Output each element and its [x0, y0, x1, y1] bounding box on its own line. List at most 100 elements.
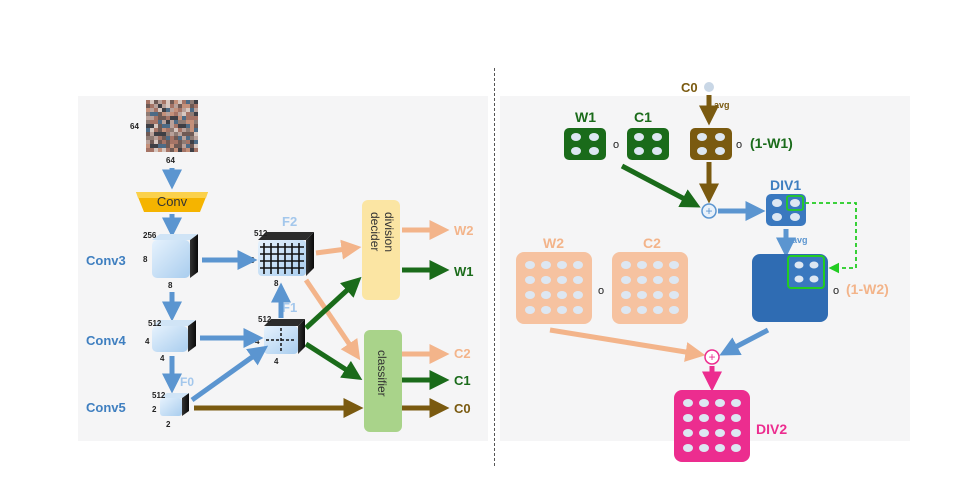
- f1-label: F1: [282, 300, 297, 315]
- div2-cell: [683, 414, 693, 422]
- arrow-f2-to-classifier: [303, 278, 361, 361]
- hadamard-w1c1: o: [613, 139, 619, 151]
- arrow-f1-to-classifier: [304, 341, 363, 381]
- conv4-cube: [152, 320, 196, 352]
- conv4-h: 4: [145, 337, 150, 346]
- f2-w: 8: [274, 279, 279, 288]
- c2-cell: [637, 276, 647, 284]
- div2-cell: [731, 429, 741, 437]
- div2-cell: [699, 414, 709, 422]
- c2-grid: [612, 252, 688, 324]
- div1-label: DIV1: [770, 177, 801, 193]
- decider-line1: division: [382, 212, 396, 252]
- c0-dot: [704, 82, 714, 92]
- w2-cell: [525, 276, 535, 284]
- upsampled-div1-block: [752, 254, 828, 322]
- output-w2: W2: [454, 223, 474, 238]
- c2-cell: [637, 291, 647, 299]
- c2-cell: [669, 276, 679, 284]
- c2-cell: [621, 261, 631, 269]
- w2-cell: [525, 306, 535, 314]
- w2-cell: [573, 291, 583, 299]
- f2-block: [258, 232, 314, 276]
- c2-cell: [621, 306, 631, 314]
- arrow-f2-to-decider: [315, 239, 362, 260]
- div2-cell: [731, 399, 741, 407]
- div1-grid: [766, 194, 806, 226]
- w2-cell: [541, 261, 551, 269]
- c2-cell: [653, 306, 663, 314]
- c2-cell: [653, 291, 663, 299]
- f2-label: F2: [282, 214, 297, 229]
- output-c2: C2: [454, 346, 471, 361]
- f1-channels: 512: [258, 315, 272, 324]
- c2-cell: [637, 306, 647, 314]
- input-width-label: 64: [166, 156, 175, 165]
- conv3-channels: 256: [143, 231, 157, 240]
- hadamard-c0: o: [736, 139, 742, 151]
- f0-label: F0: [180, 375, 194, 389]
- arrow-w2c2-to-plus: [549, 327, 706, 362]
- w2-cell: [573, 276, 583, 284]
- w1-grid: [564, 128, 606, 160]
- avg-label-top: avg: [714, 100, 730, 110]
- avg-c0-grid: [690, 128, 732, 160]
- classifier-label: classifier: [375, 350, 389, 397]
- w2-cell: [573, 261, 583, 269]
- w2-grid: [516, 252, 592, 324]
- conv5-channels: 512: [152, 391, 166, 400]
- decider-line2: decider: [368, 212, 382, 251]
- c0-label: C0: [681, 80, 698, 95]
- arrow-w1c1-to-plus: [620, 163, 701, 208]
- w2-cell: [557, 306, 567, 314]
- c2-cell: [621, 276, 631, 284]
- input-image: [146, 100, 198, 152]
- panel-divider: [494, 68, 495, 466]
- w2-cell: [557, 276, 567, 284]
- div2-cell: [683, 429, 693, 437]
- w2-cell: [525, 261, 535, 269]
- f2-channels: 512: [254, 229, 268, 238]
- conv4-w: 4: [160, 354, 165, 363]
- div2-cell: [715, 429, 725, 437]
- div2-cell: [731, 414, 741, 422]
- output-c0: C0: [454, 401, 471, 416]
- f1-block: [264, 319, 305, 354]
- arrow-conv5-to-f1: [190, 345, 269, 403]
- c2-cell: [621, 291, 631, 299]
- div2-cell: [683, 444, 693, 452]
- division-decider-box: [362, 200, 400, 300]
- c2-cell: [669, 261, 679, 269]
- plus-sign-1: +: [705, 204, 712, 218]
- hadamard-w2c2: o: [598, 285, 604, 297]
- conv4-label: Conv4: [86, 333, 127, 348]
- input-height-label: 64: [130, 122, 139, 131]
- c2-cell: [653, 261, 663, 269]
- conv3-h: 8: [143, 255, 148, 264]
- classifier-box: [364, 330, 402, 432]
- conv5-h: 2: [152, 405, 157, 414]
- c2-label: C2: [643, 235, 661, 251]
- w2-cell: [541, 291, 551, 299]
- conv-label: Conv: [157, 194, 188, 209]
- one-minus-w1-label: (1-W1): [750, 135, 793, 151]
- plus-sign-2: +: [708, 350, 715, 364]
- output-w1: W1: [454, 264, 474, 279]
- div2-label: DIV2: [756, 421, 787, 437]
- dashed-link-div1-to-div2: [805, 202, 857, 274]
- w2-label: W2: [543, 235, 564, 251]
- conv-block: [136, 192, 208, 212]
- plus-circle-1: [701, 203, 717, 219]
- c2-cell: [653, 276, 663, 284]
- conv3-label: Conv3: [86, 253, 126, 268]
- conv4-channels: 512: [148, 319, 162, 328]
- div2-cell: [699, 429, 709, 437]
- arrow-f1-to-decider: [304, 276, 362, 330]
- w2-cell: [525, 291, 535, 299]
- plus-circle-2: [704, 349, 720, 365]
- div2-cell: [699, 399, 709, 407]
- div2-cell: [715, 399, 725, 407]
- f2-h: 8: [250, 256, 255, 265]
- div2-cell: [699, 444, 709, 452]
